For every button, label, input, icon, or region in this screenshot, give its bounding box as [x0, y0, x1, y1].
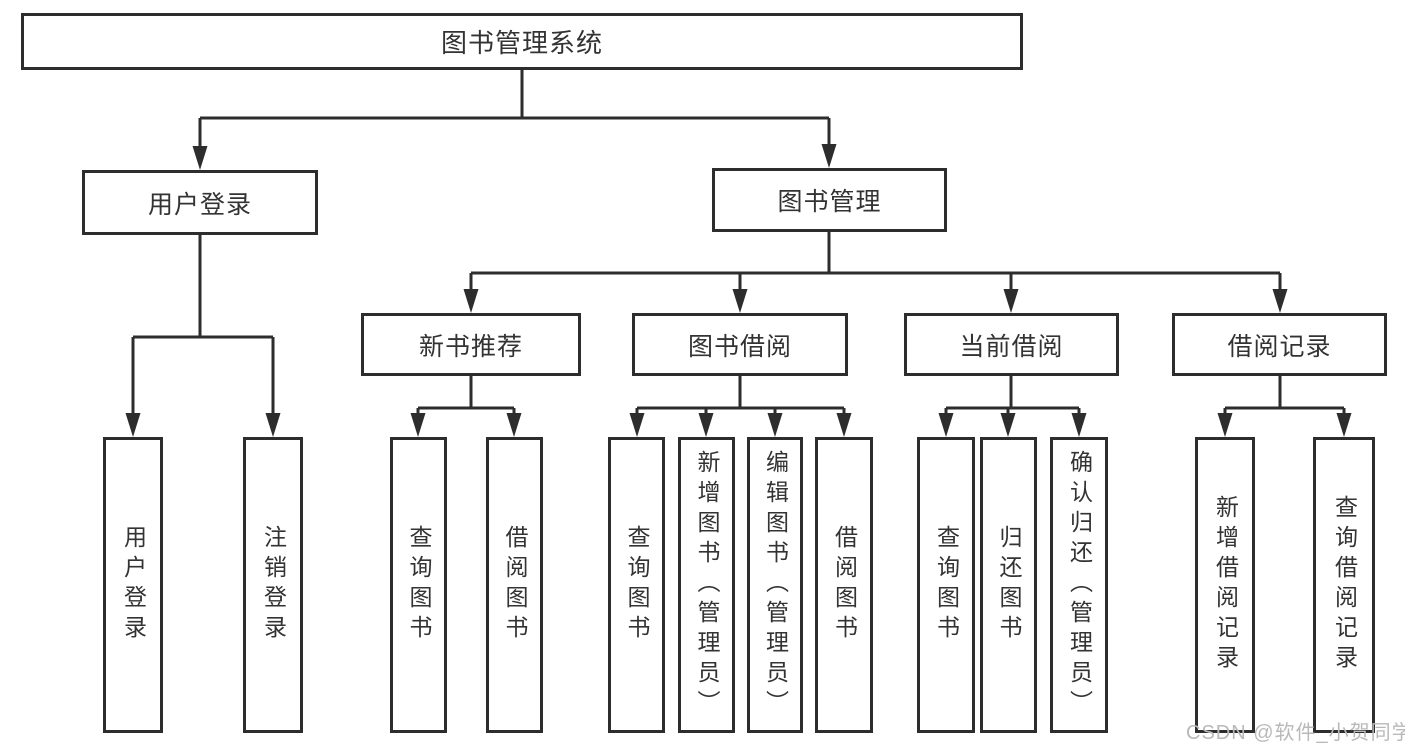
leaf-records-query: 查询借阅记录 [1313, 437, 1375, 733]
node-label: 借阅图书 [831, 525, 858, 645]
node-label: 用户登录 [147, 190, 252, 219]
node-label: 图书借阅 [687, 332, 792, 361]
leaf-bookborrow-edit: 编辑图书（管理员） [747, 437, 803, 733]
node-label: 确认归还（管理员） [1066, 450, 1093, 720]
leaf-newbook-borrow: 借阅图书 [486, 437, 543, 733]
node-label: 查询借阅记录 [1331, 495, 1358, 675]
node-label: 新书推荐 [418, 332, 523, 361]
node-label: 用户登录 [120, 525, 147, 645]
node-new-book-recommend: 新书推荐 [361, 313, 581, 376]
leaf-bookborrow-borrow: 借阅图书 [815, 437, 873, 733]
leaf-current-confirm: 确认归还（管理员） [1050, 437, 1108, 733]
leaf-current-query: 查询图书 [917, 437, 975, 733]
tree-branch-lines [133, 70, 1344, 410]
node-label: 归还图书 [996, 525, 1022, 645]
node-label: 查询图书 [406, 525, 432, 645]
leaf-bookborrow-query: 查询图书 [608, 437, 665, 733]
node-label: 借阅图书 [502, 525, 528, 645]
node-label: 当前借阅 [959, 332, 1064, 361]
node-label: 新增借阅记录 [1212, 495, 1239, 675]
node-current-borrow: 当前借阅 [904, 313, 1119, 376]
node-label: 注销登录 [260, 525, 287, 645]
node-book-management: 图书管理 [712, 168, 947, 232]
node-label: 查询图书 [933, 525, 960, 645]
node-borrow-records: 借阅记录 [1172, 313, 1387, 376]
node-label: 借阅记录 [1227, 332, 1332, 361]
leaf-bookborrow-add: 新增图书（管理员） [678, 437, 735, 733]
csdn-watermark: CSDN @软件_小贺同学 [1186, 722, 1405, 744]
leaf-records-add: 新增借阅记录 [1195, 437, 1255, 733]
node-root: 图书管理系统 [21, 13, 1023, 70]
leaf-logout: 注销登录 [243, 437, 303, 733]
node-label: 查询图书 [624, 525, 650, 645]
leaf-user-login: 用户登录 [103, 437, 163, 733]
leaf-current-return: 归还图书 [980, 437, 1037, 733]
node-user-login: 用户登录 [82, 170, 318, 235]
node-label: 图书管理系统 [440, 28, 603, 58]
node-book-borrow: 图书借阅 [632, 313, 848, 376]
leaf-newbook-query: 查询图书 [390, 437, 447, 733]
node-label: 图书管理 [777, 188, 882, 216]
node-label: 新增图书（管理员） [694, 450, 720, 720]
arrowheads [125, 118, 1352, 437]
node-label: 编辑图书（管理员） [762, 450, 789, 720]
